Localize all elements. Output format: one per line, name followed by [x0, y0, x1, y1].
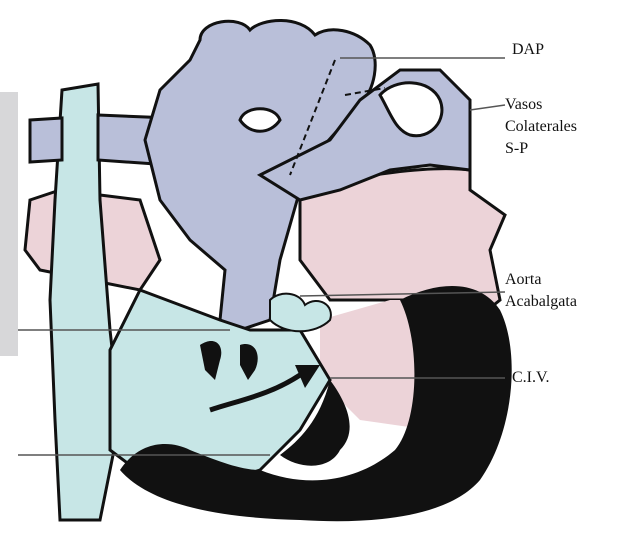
label-vasos-line-2: Colaterales — [505, 117, 577, 137]
label-dap: DAP — [512, 40, 544, 60]
aorta-inner-opening — [240, 109, 280, 132]
label-aorta-line-1: Aorta — [505, 270, 541, 290]
gray-side-panel — [0, 92, 18, 356]
label-civ: C.I.V. — [512, 368, 550, 388]
leader-vasos — [470, 105, 505, 110]
label-aorta-line-2: Acabalgata — [505, 292, 577, 312]
aortic-valve — [270, 294, 331, 332]
label-vasos-line-1: Vasos — [505, 95, 542, 115]
label-vasos-line-3: S-P — [505, 139, 528, 159]
side-branch-upper — [30, 118, 62, 162]
